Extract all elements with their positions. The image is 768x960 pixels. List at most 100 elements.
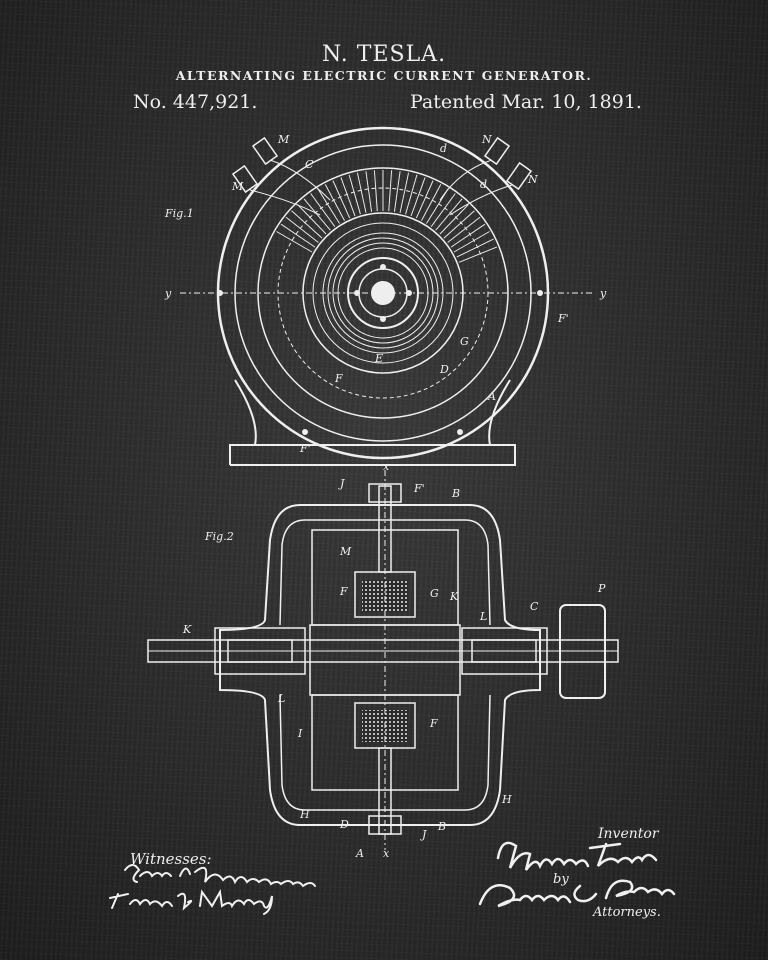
coil-hatch-line [317, 188, 340, 224]
fig2-pulley [559, 604, 606, 699]
inventor-title: N. TESLA. [321, 42, 447, 67]
fig2-letter: J [338, 477, 345, 490]
coil-hatch-line [388, 170, 393, 212]
fig2-letter: F [339, 585, 348, 598]
attorneys-label: Attorneys. [593, 905, 661, 920]
fig1-letter: d [480, 178, 487, 191]
fig1-bolt [302, 429, 308, 435]
fig1-shaft [371, 281, 395, 305]
fig1-coil-hatching [276, 170, 498, 263]
fig2-letter: G [430, 587, 439, 600]
coil-hatch-line [356, 172, 367, 213]
fig2-letter: C [530, 600, 539, 613]
fig2-casing [219, 504, 541, 826]
fig2-letter: B [437, 820, 446, 833]
coil-hatch-line [447, 216, 481, 243]
coil-hatch-line [443, 210, 475, 239]
coil-hatch-line [458, 246, 498, 263]
fig2-letter: K [182, 623, 192, 636]
coil-hatch-line [332, 180, 351, 219]
fig2-bearing-left [214, 627, 306, 675]
fig1-label: Fig.1 [164, 207, 194, 220]
coil-hatch-line [285, 216, 319, 243]
coil-hatch-line [291, 210, 323, 239]
coil-hatch-line [324, 184, 345, 221]
fig1-terminal-left [231, 136, 331, 216]
coil-hatch-line [405, 174, 418, 215]
fig2-letter: F' [413, 482, 425, 495]
inventor-label: Inventor [598, 826, 659, 842]
fig1-terminal-right [439, 136, 533, 216]
fig1-letter: M [277, 133, 290, 146]
coil-hatch-line [453, 231, 490, 253]
fig1-letter: A [487, 390, 496, 403]
fig2-letter: x [383, 460, 390, 473]
coil-hatch-line [303, 198, 331, 231]
fig2-letter: L [479, 610, 487, 623]
coil-hatch-line [430, 193, 456, 227]
coil-hatch-line [310, 193, 336, 227]
coil-hatch-line [280, 223, 316, 248]
coil-hatch-line [421, 184, 442, 221]
coil-hatch-line [373, 170, 378, 212]
fig2-letter: H [299, 808, 310, 821]
fig1-bolt [380, 316, 386, 322]
coil-hatch-line [340, 177, 356, 217]
coil-hatch-line [399, 172, 410, 213]
fig2-bearing-left-bore [227, 639, 293, 663]
coil-hatch-line [393, 171, 401, 212]
fig1-letter: F [334, 372, 343, 385]
fig1-letter: F' [557, 312, 569, 325]
fig2-letter: M [339, 545, 352, 558]
fig1-base-right [230, 379, 516, 466]
patent-subtitle: ALTERNATING ELECTRIC CURRENT GENERATOR. [175, 68, 593, 83]
coil-hatch-line [365, 171, 373, 212]
fig2-letter: P [597, 582, 606, 595]
coil-hatch-line [410, 177, 426, 217]
coil-hatch-line [439, 204, 469, 235]
fig1-letter: G [460, 335, 469, 348]
fig1-letter: C [305, 158, 314, 171]
fig2-letter: A [355, 847, 364, 860]
fig2-letter: I [297, 727, 303, 740]
fig2-label: Fig.2 [204, 530, 234, 543]
fig1-letter: y [599, 287, 607, 300]
figure-1-front-view: Fig.1 [164, 126, 607, 466]
fig2-letter: x [383, 847, 390, 860]
fig1-bolt [457, 429, 463, 435]
fig1-letter: E [374, 352, 383, 365]
fig1-letter: d [440, 142, 447, 155]
coil-hatch-line [450, 223, 486, 248]
coil-hatch-line [456, 238, 494, 258]
fig1-letter: N [481, 133, 492, 146]
coil-hatch-line [415, 180, 434, 219]
fig2-letter: F [429, 717, 438, 730]
fig2-letter: K [449, 590, 459, 603]
coil-hatch-line [297, 204, 327, 235]
fig2-letter: J [420, 828, 427, 841]
fig1-letter: N [527, 173, 538, 186]
patent-number: No. 447,921. [133, 91, 258, 113]
fig1-bolt [217, 290, 223, 296]
fig2-letter: D [339, 818, 349, 831]
witnesses-label: Witnesses: [130, 850, 212, 868]
coil-hatch-line [426, 188, 449, 224]
fig1-disc-inner [312, 222, 454, 364]
patent-date: Patented Mar. 10, 1891. [410, 91, 642, 113]
fig2-letter: H [501, 793, 512, 806]
fig1-bolt [380, 264, 386, 270]
fig1-letter: y [164, 287, 172, 300]
fig1-letter: D [439, 363, 449, 376]
fig1-letter: M [231, 180, 244, 193]
coil-hatch-line [348, 174, 361, 215]
fig2-bearing-right-bore [471, 639, 537, 663]
fig1-letter: F' [299, 442, 311, 455]
coil-hatch-line [276, 231, 313, 253]
fig2-letter: B [451, 487, 460, 500]
fig2-letter: L [277, 692, 285, 705]
coil-hatch-line [435, 198, 463, 231]
